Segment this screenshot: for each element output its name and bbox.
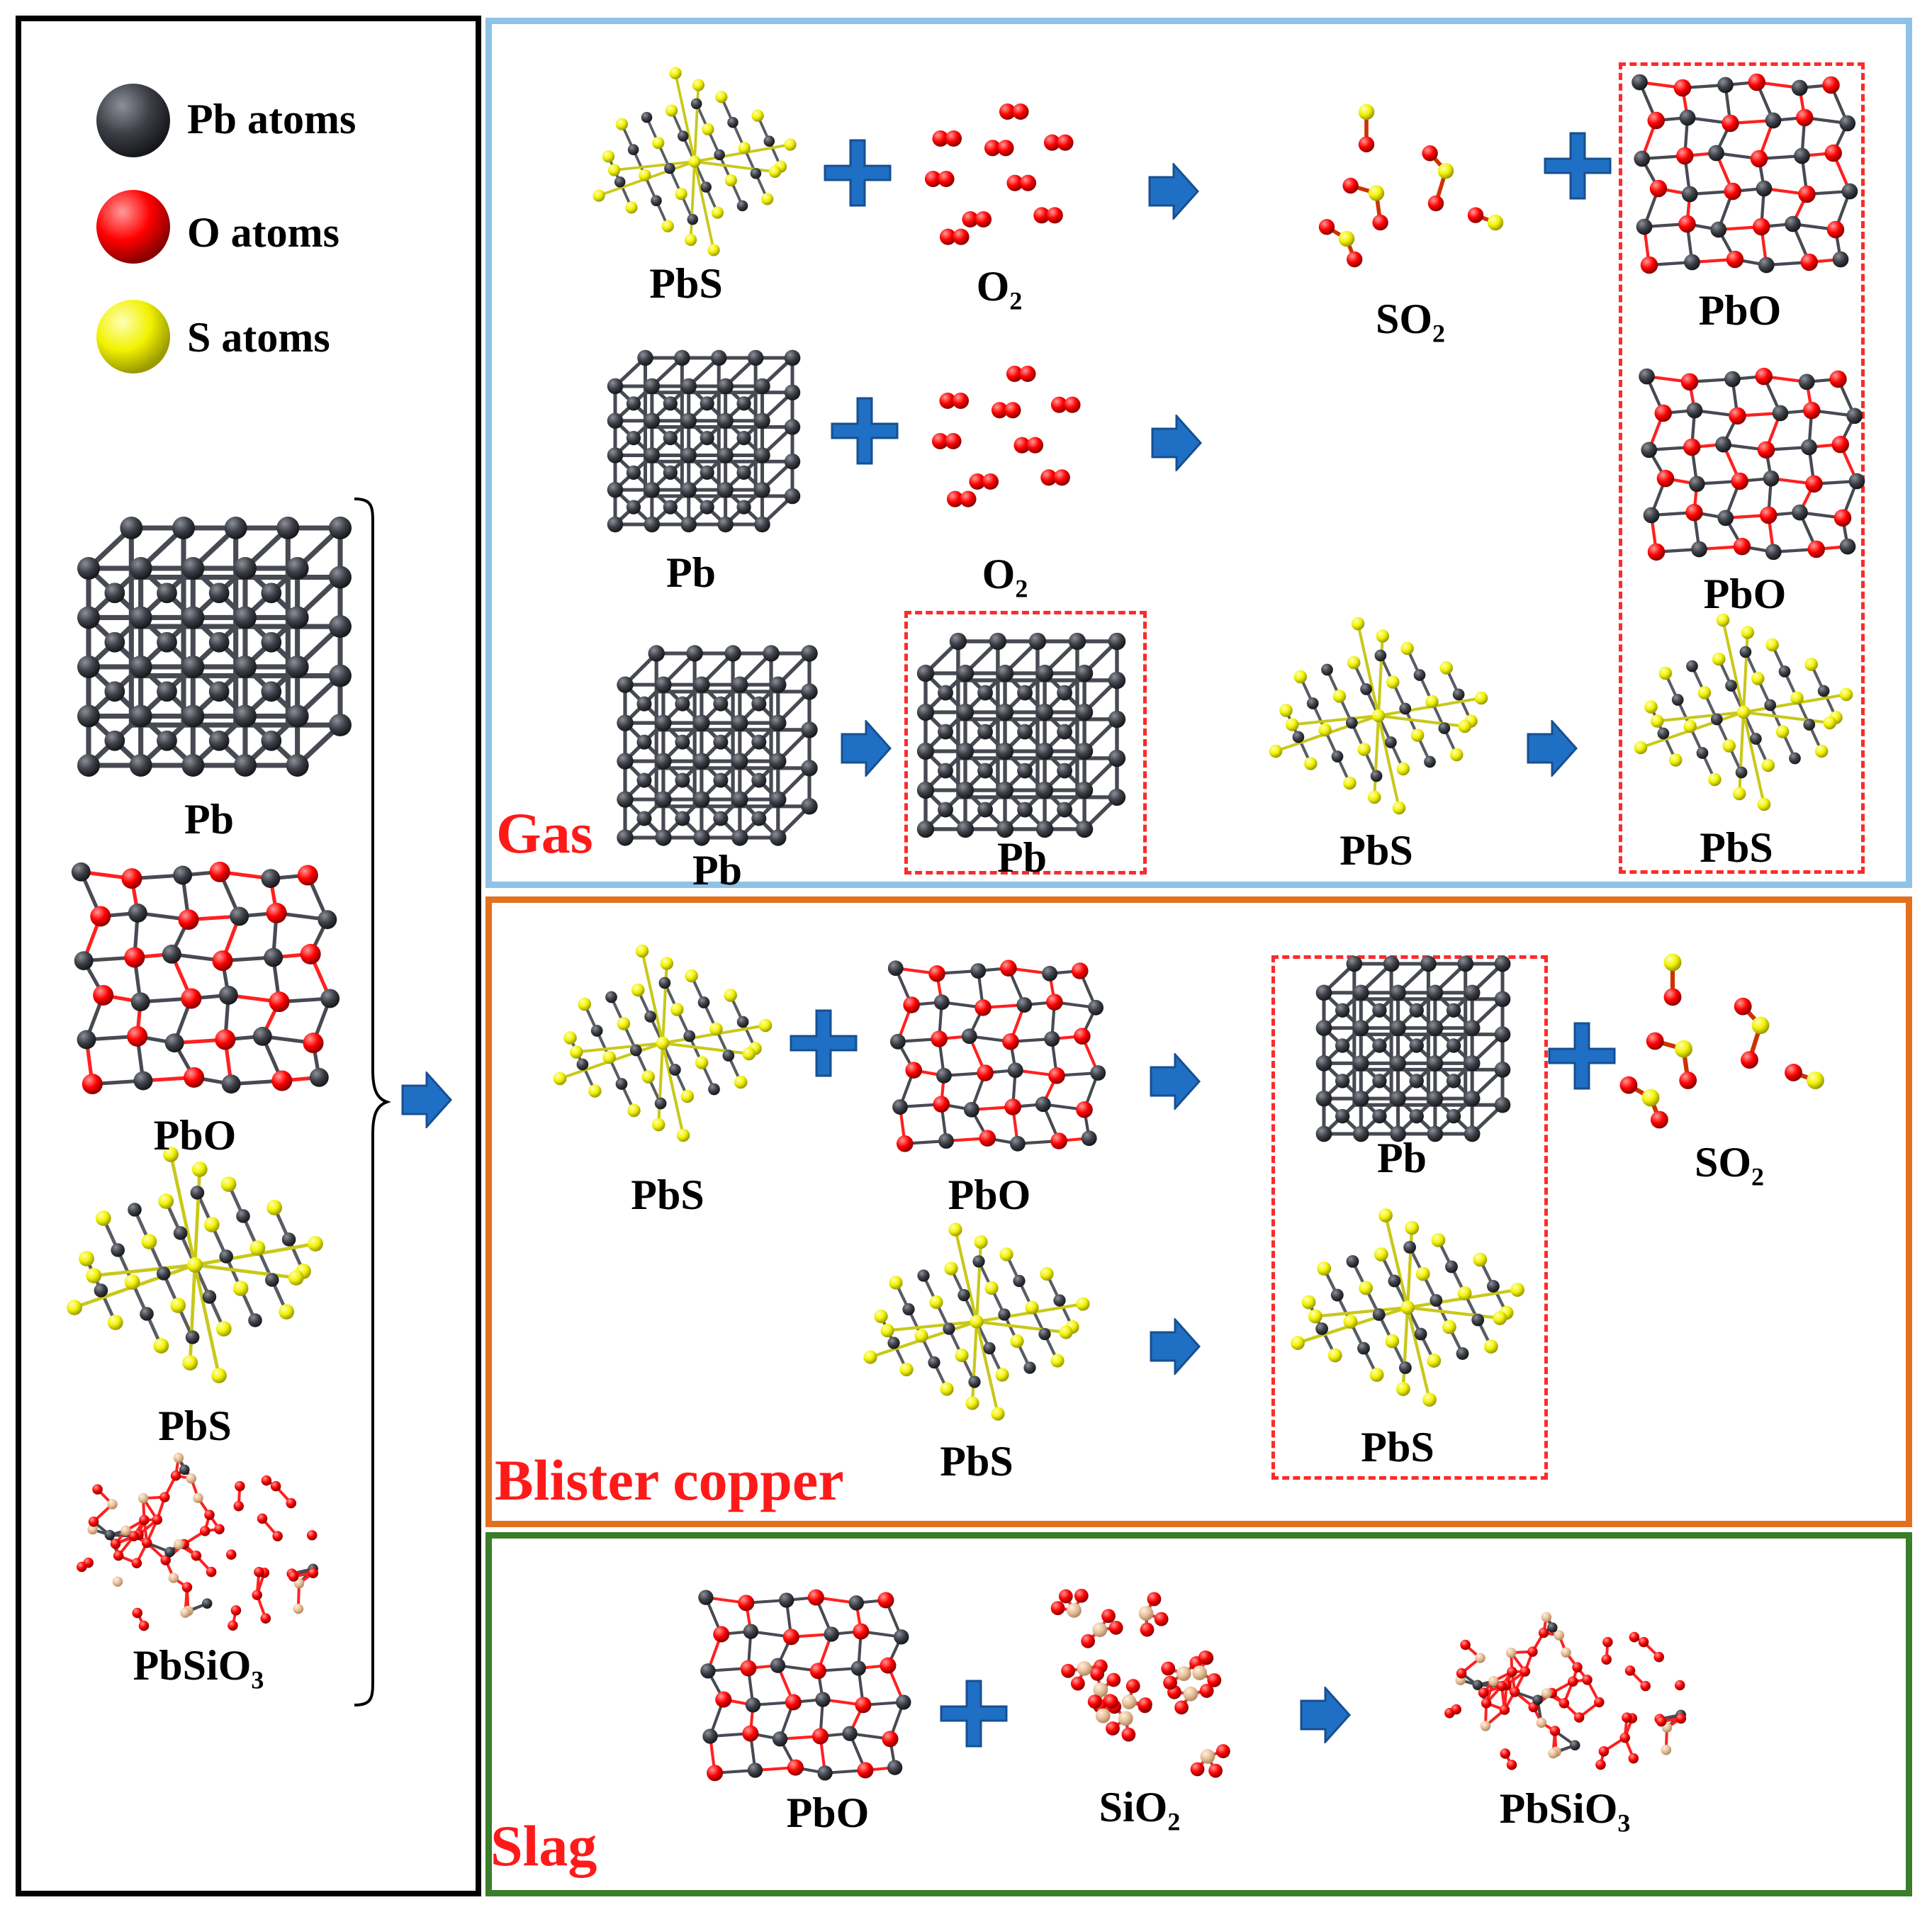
blister-pbs-product-structure [1291, 1208, 1524, 1407]
gas-pb-structure-3 [617, 645, 818, 846]
arrow-right-icon [401, 1072, 452, 1128]
left-pb-structure [77, 517, 352, 777]
slag-sio2-label: SiO2 [1099, 1784, 1181, 1836]
blister-row1-pb-label: Pb [1376, 1135, 1427, 1181]
plus-icon [790, 1009, 858, 1077]
gas-row1-o2-label: O2 [976, 263, 1023, 315]
blister-row1-pbs-label: PbS [631, 1171, 704, 1218]
arrow-right-icon [1300, 1687, 1351, 1743]
gas-pbs-structure [592, 67, 797, 257]
slag-pbsio3-label: PbSiO3 [1499, 1785, 1631, 1838]
arrow-right-icon [1150, 1318, 1201, 1375]
highlight-box-pb-gas [904, 611, 1147, 875]
plus-icon [1544, 132, 1612, 200]
blister-copper-panel [485, 896, 1912, 1527]
plus-icon [1548, 1022, 1616, 1090]
gas-row2-pbo-label: PbO [1703, 570, 1787, 617]
gas-row1-so2-label: SO2 [1375, 296, 1446, 348]
arrow-right-icon [1527, 720, 1578, 777]
gas-row1-pbo-label: PbO [1698, 287, 1782, 334]
left-pbsio3-structure [77, 1452, 319, 1631]
blister-so2-structure [1619, 953, 1824, 1129]
blister-pb-structure [1315, 955, 1511, 1142]
left-pb-label: Pb [184, 796, 235, 843]
legend-o-label: O atoms [187, 209, 339, 256]
brace-icon [354, 497, 391, 1706]
arrow-right-icon [1148, 163, 1199, 220]
slag-sio2-structure [1050, 1588, 1230, 1778]
gas-so2-structure [1318, 103, 1504, 268]
gas-row3-pb-label: Pb [692, 847, 743, 894]
gas-pbo-structure-2 [1639, 367, 1865, 561]
gas-pbs-structure-3 [1269, 617, 1488, 815]
left-pbo-label: PbO [153, 1112, 237, 1159]
gas-o2-structure-2 [931, 365, 1081, 507]
left-pbsio3-label: PbSiO3 [133, 1642, 264, 1694]
arrow-right-icon [841, 720, 892, 777]
gas-row3-pbs-product-label: PbS [1700, 824, 1773, 871]
gas-pb-structure [607, 349, 801, 533]
gas-pbs-product-structure [1634, 613, 1853, 811]
gas-title: Gas [496, 801, 593, 865]
left-pbo-structure [71, 861, 340, 1095]
gas-row2-o2-label: O2 [982, 551, 1028, 603]
arrow-right-icon [1150, 1053, 1201, 1110]
gas-panel [485, 18, 1912, 888]
blister-row1-pbo-label: PbO [948, 1171, 1031, 1218]
gas-row3-pbs-label: PbS [1340, 827, 1413, 874]
slag-title: Slag [490, 1813, 597, 1878]
gas-row3-pb-product-label: Pb [996, 834, 1048, 881]
legend-s-label: S atoms [187, 314, 330, 361]
gas-row2-pb-label: Pb [665, 549, 717, 596]
legend-panel [16, 16, 481, 1896]
blister-pbs-structure-2 [863, 1222, 1090, 1421]
legend-pb-label: Pb atoms [187, 96, 356, 142]
left-pbs-label: PbS [158, 1402, 232, 1449]
blister-pbo-structure [887, 960, 1106, 1152]
slag-pbo-label: PbO [786, 1789, 870, 1836]
legend-atoms [96, 84, 170, 373]
gas-o2-structure [924, 103, 1074, 245]
gas-row1-pbs-label: PbS [649, 260, 723, 307]
slag-pbo-structure [698, 1589, 911, 1782]
blister-row1-so2-label: SO2 [1694, 1139, 1765, 1191]
slag-pbsio3-structure [1444, 1612, 1687, 1770]
highlight-box-products-gas [1619, 62, 1865, 874]
plus-icon [831, 397, 899, 465]
plus-icon [940, 1680, 1008, 1748]
plus-icon [824, 139, 892, 207]
gas-pb-product-structure [916, 632, 1126, 838]
blister-row2-pbs-product-label: PbS [1361, 1424, 1434, 1470]
left-pbs-structure [67, 1147, 323, 1383]
blister-pbs-structure [553, 944, 773, 1142]
gas-pbo-structure-1 [1631, 73, 1858, 274]
blister-title: Blister copper [495, 1448, 844, 1512]
arrow-right-icon [1151, 415, 1202, 471]
slag-panel [485, 1532, 1912, 1896]
blister-row2-pbs-label: PbS [940, 1438, 1013, 1485]
highlight-box-products-blister [1271, 955, 1548, 1480]
